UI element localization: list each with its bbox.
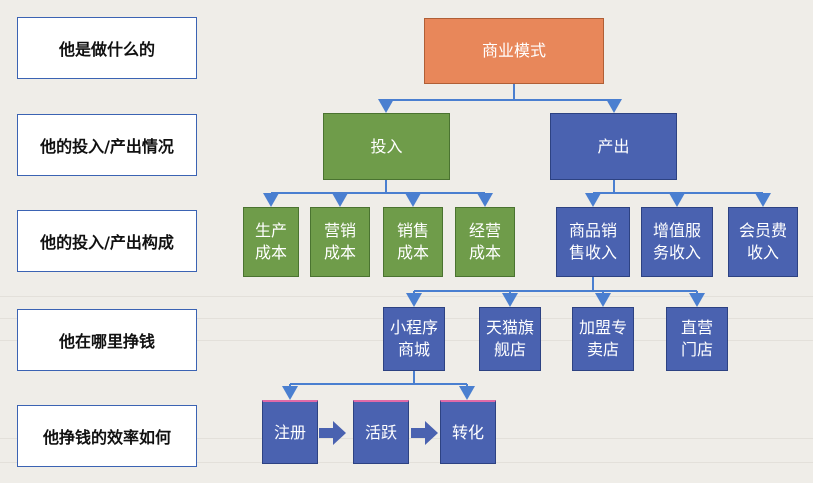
node-channel-franchise: 加盟专 卖店	[572, 307, 634, 371]
node-channel-tmall: 天猫旗 舰店	[479, 307, 541, 371]
node-cost-operation: 经营 成本	[455, 207, 515, 277]
row-label-efficiency: 他挣钱的效率如何	[17, 405, 197, 467]
node-cost-production: 生产 成本	[243, 207, 299, 277]
node-funnel-active: 活跃	[353, 400, 409, 464]
node-revenue-membership: 会员费 收入	[728, 207, 798, 277]
row-label-io: 他的投入/产出情况	[17, 114, 197, 176]
row-label-what: 他是做什么的	[17, 17, 197, 79]
node-channel-miniprogram: 小程序 商城	[383, 307, 445, 371]
node-cost-marketing: 营销 成本	[310, 207, 370, 277]
node-funnel-register: 注册	[262, 400, 318, 464]
root-node-business-model: 商业模式	[424, 18, 604, 84]
row-label-where: 他在哪里挣钱	[17, 309, 197, 371]
node-input: 投入	[323, 113, 450, 180]
node-cost-sales: 销售 成本	[383, 207, 443, 277]
node-channel-direct: 直营 门店	[666, 307, 728, 371]
funnel-arrow-icon	[319, 421, 346, 445]
node-revenue-goods: 商品销 售收入	[556, 207, 630, 277]
node-funnel-conversion: 转化	[440, 400, 496, 464]
row-label-composition: 他的投入/产出构成	[17, 210, 197, 272]
node-output: 产出	[550, 113, 677, 180]
funnel-arrow-icon	[411, 421, 438, 445]
node-revenue-valueadded: 增值服 务收入	[641, 207, 713, 277]
